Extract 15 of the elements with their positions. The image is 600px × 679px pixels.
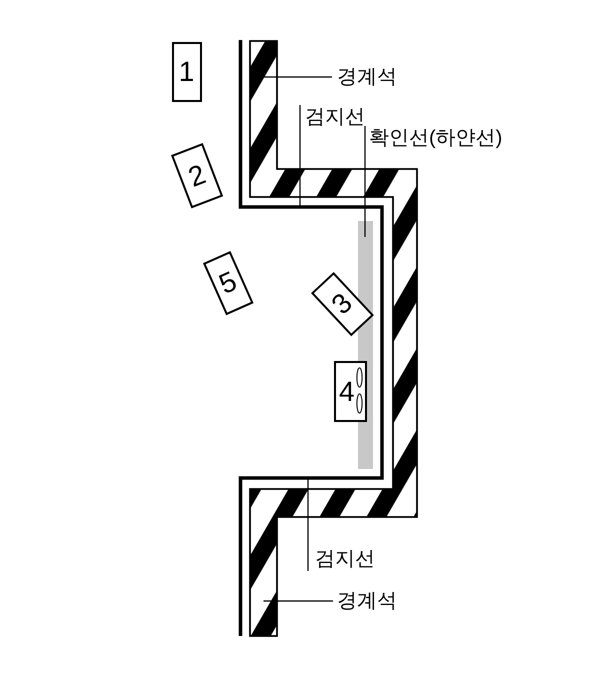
callout-label: 확인선(하얀선) — [365, 126, 502, 150]
numbered-box: 1 — [172, 42, 202, 102]
leader-line — [364, 126, 366, 237]
numbered-box: 2 — [170, 143, 224, 209]
callout-label: 검지선 — [308, 547, 375, 571]
leader-line — [299, 105, 301, 207]
numbered-box: 5 — [202, 250, 254, 316]
box-number: 4 — [339, 378, 355, 406]
callout-label: 경계석 — [333, 589, 397, 613]
callout-label: 경계석 — [332, 65, 397, 89]
callout-label: 검지선 — [300, 105, 365, 129]
leader-line — [264, 76, 332, 78]
leader-line — [307, 478, 309, 571]
numbered-box: 3 — [310, 272, 374, 336]
leader-line — [264, 600, 333, 602]
